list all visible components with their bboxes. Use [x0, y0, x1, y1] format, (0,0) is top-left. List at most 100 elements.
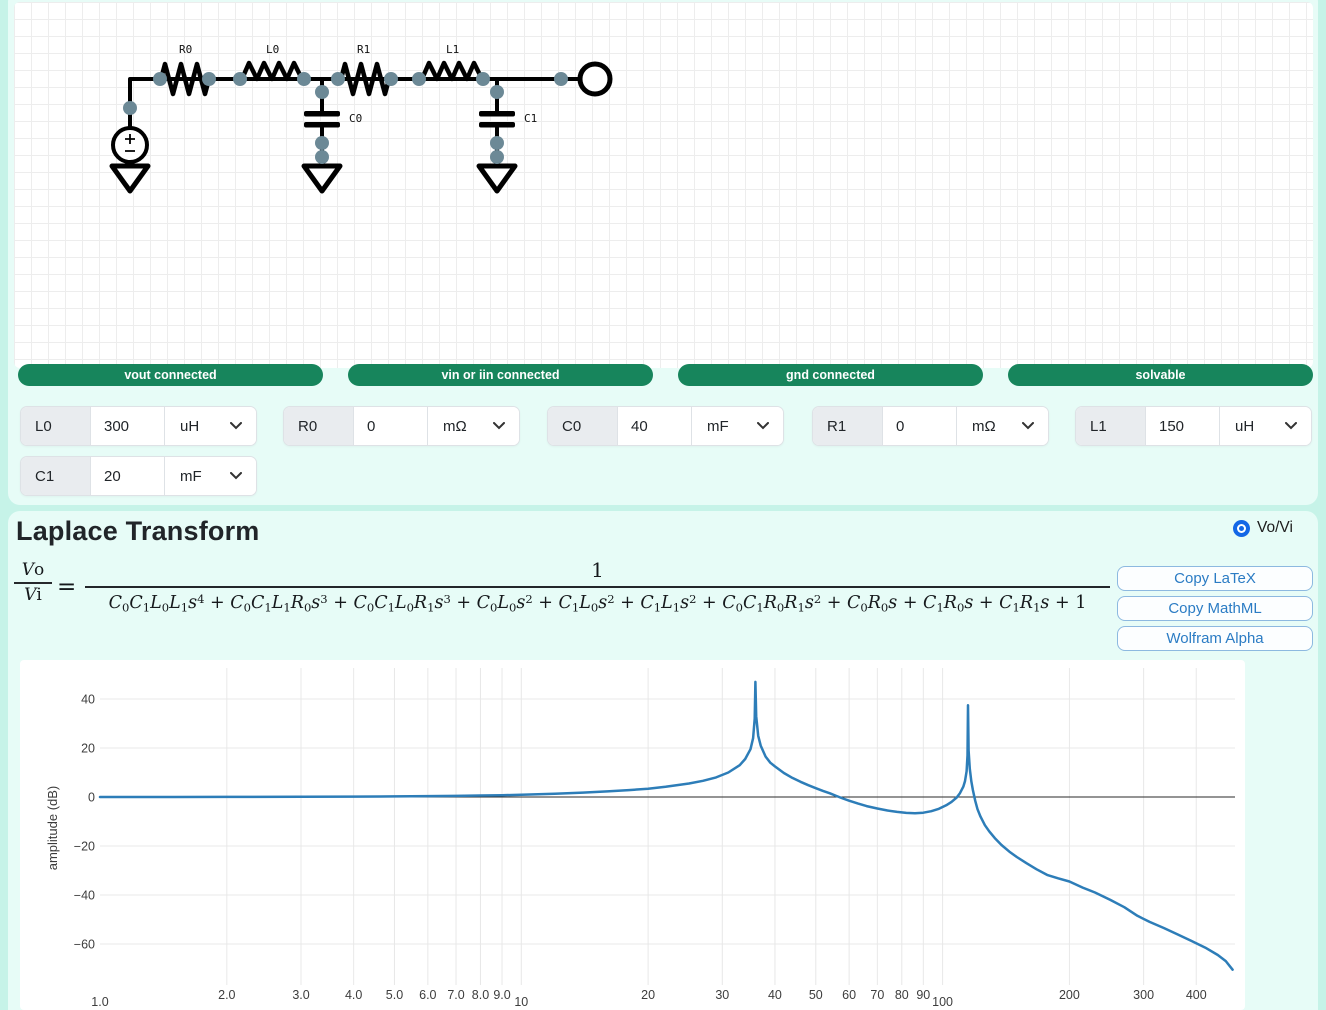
L0-unit-select[interactable]: uH: [164, 407, 256, 445]
R1-unit-select[interactable]: mΩ: [956, 407, 1048, 445]
svg-text:−20: −20: [74, 839, 95, 853]
component-name-label: L1: [1076, 407, 1146, 445]
L1-value-input[interactable]: [1146, 407, 1219, 445]
svg-text:30: 30: [715, 988, 729, 1002]
status-badge-gnd: gnd connected: [678, 364, 983, 386]
component-label: C0: [349, 112, 362, 125]
svg-text:1.0: 1.0: [91, 995, 108, 1009]
resistor-R0[interactable]: R0: [158, 43, 212, 97]
svg-text:8.0: 8.0: [472, 988, 489, 1002]
svg-text:20: 20: [81, 742, 95, 756]
svg-text:−40: −40: [74, 888, 95, 902]
node-dots[interactable]: [123, 72, 568, 164]
page-title: Laplace Transform: [16, 516, 260, 546]
C0-value-input[interactable]: [618, 407, 691, 445]
chevron-down-icon: [1022, 422, 1034, 430]
fraction-bar: [14, 582, 52, 584]
status-badge-solvable: solvable: [1008, 364, 1313, 386]
fraction-bar: [85, 586, 1110, 589]
voltage-source[interactable]: [109, 126, 151, 194]
chevron-down-icon: [1285, 422, 1297, 430]
input-group-C0: C0 mF: [547, 406, 784, 446]
inductor-L0[interactable]: L0: [239, 43, 305, 82]
ground-symbol-c0[interactable]: [301, 163, 343, 194]
unit-value: mΩ: [972, 417, 996, 435]
lhs-numerator: Vo: [21, 560, 45, 580]
copy-latex-button[interactable]: Copy LaTeX: [1117, 566, 1313, 591]
input-group-L0: L0 uH: [20, 406, 257, 446]
output-terminal[interactable]: [577, 61, 613, 97]
unit-value: uH: [180, 417, 200, 435]
circuit-schematic: R0 L0 C0 R1 L1: [109, 43, 613, 194]
circuit-canvas[interactable]: R0 L0 C0 R1 L1: [14, 2, 1313, 368]
unit-value: uH: [1235, 417, 1255, 435]
svg-text:300: 300: [1133, 988, 1154, 1002]
component-name-label: C0: [548, 407, 618, 445]
bode-plot-panel: [20, 660, 1245, 1010]
transfer-function-rhs: 1 C0C1L0L1s4 + C0C1L1R0s3 + C0C1L0R1s3 +…: [85, 558, 1110, 615]
chevron-down-icon: [230, 472, 242, 480]
C1-value-input[interactable]: [91, 457, 164, 495]
copy-mathml-button[interactable]: Copy MathML: [1117, 596, 1313, 621]
input-group-L1: L1 uH: [1075, 406, 1312, 446]
wolfram-alpha-button[interactable]: Wolfram Alpha: [1117, 626, 1313, 651]
unit-value: mF: [707, 417, 729, 435]
equals-sign: =: [57, 574, 77, 600]
C1-unit-select[interactable]: mF: [164, 457, 256, 495]
svg-text:60: 60: [842, 988, 856, 1002]
R1-value-input[interactable]: [883, 407, 956, 445]
unit-value: mΩ: [443, 417, 467, 435]
svg-text:90: 90: [916, 988, 930, 1002]
lhs-denominator: Vi: [24, 584, 42, 605]
component-label: L0: [266, 43, 279, 56]
svg-text:70: 70: [870, 988, 884, 1002]
component-label: R0: [179, 43, 192, 56]
svg-text:20: 20: [641, 988, 655, 1002]
ground-symbol-c1[interactable]: [476, 163, 518, 194]
component-name-label: C1: [21, 457, 91, 495]
transfer-function-lhs: Vo Vi: [14, 560, 52, 605]
component-label: C1: [524, 112, 537, 125]
C0-unit-select[interactable]: mF: [691, 407, 783, 445]
unit-value: mF: [180, 467, 202, 485]
vovi-radio-button[interactable]: [1233, 519, 1250, 537]
chevron-down-icon: [230, 422, 242, 430]
component-label: L1: [446, 43, 459, 56]
svg-text:200: 200: [1059, 988, 1080, 1002]
input-group-R1: R1 mΩ: [812, 406, 1049, 446]
component-name-label: R0: [284, 407, 354, 445]
L0-value-input[interactable]: [91, 407, 164, 445]
status-badge-vin: vin or iin connected: [348, 364, 653, 386]
vovi-radio-group[interactable]: Vo/Vi: [1233, 519, 1293, 537]
svg-text:9.0: 9.0: [493, 988, 510, 1002]
R0-value-input[interactable]: [354, 407, 427, 445]
inductor-L1[interactable]: L1: [419, 43, 485, 82]
svg-text:−60: −60: [74, 937, 95, 951]
component-name-label: L0: [21, 407, 91, 445]
input-group-R0: R0 mΩ: [283, 406, 520, 446]
ground-symbol-source[interactable]: [109, 163, 151, 194]
capacitor-C0[interactable]: C0: [301, 111, 362, 194]
svg-text:80: 80: [895, 988, 909, 1002]
denominator-polynomial: C0C1L0L1s4 + C0C1L1R0s3 + C0C1L0R1s3 + C…: [108, 592, 1087, 615]
svg-text:40: 40: [81, 693, 95, 707]
svg-text:amplitude (dB): amplitude (dB): [45, 786, 60, 871]
R0-unit-select[interactable]: mΩ: [427, 407, 519, 445]
component-name-label: R1: [813, 407, 883, 445]
svg-text:5.0: 5.0: [386, 988, 403, 1002]
input-group-C1: C1 mF: [20, 456, 257, 496]
chevron-down-icon: [757, 422, 769, 430]
L1-unit-select[interactable]: uH: [1219, 407, 1311, 445]
component-label: R1: [357, 43, 370, 56]
chevron-down-icon: [493, 422, 505, 430]
resistor-R1[interactable]: R1: [338, 43, 392, 97]
svg-text:6.0: 6.0: [419, 988, 436, 1002]
svg-text:100: 100: [932, 995, 953, 1009]
svg-text:7.0: 7.0: [447, 988, 464, 1002]
vovi-radio-label: Vo/Vi: [1257, 519, 1293, 536]
capacitor-C1[interactable]: C1: [476, 111, 537, 194]
svg-text:2.0: 2.0: [218, 988, 235, 1002]
status-badge-vout: vout connected: [18, 364, 323, 386]
svg-text:3.0: 3.0: [292, 988, 309, 1002]
